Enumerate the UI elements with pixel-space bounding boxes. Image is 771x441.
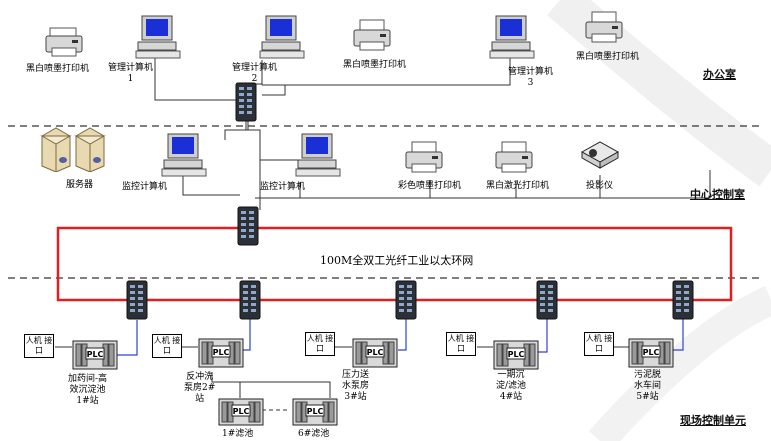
monitor2-label: 监控计算机 [260, 182, 306, 192]
printer-icon [353, 19, 391, 51]
sub1-label: 1#滤池 [222, 429, 254, 439]
pc2-label: 管理计算机 2 [232, 63, 278, 84]
plc-rack-icon: PLC [628, 338, 674, 368]
computer-icon [135, 15, 181, 59]
ethernet-switch-icon [126, 280, 148, 320]
hmi-box: 人机 接口 [446, 332, 476, 356]
station2-label: 反冲洗 泵房2# 站 [184, 372, 216, 404]
plc-text: PLC [643, 348, 660, 357]
printer-icon [495, 141, 533, 173]
zone-label-office: 办公室 [703, 68, 736, 81]
sub2-label: 6#滤池 [298, 429, 330, 439]
ethernet-switch-icon [672, 280, 694, 320]
printer-right-label: 黑白喷墨打印机 [576, 52, 640, 62]
ethernet-switch-icon [395, 280, 417, 320]
computer-icon [161, 133, 207, 177]
plc-text: PLC [508, 350, 525, 359]
office-links [154, 55, 511, 101]
pc3-label: 管理计算机 3 [508, 67, 554, 88]
plc-text: PLC [213, 348, 230, 357]
ring-label: 100M全双工光纤工业以太环网 [320, 254, 474, 267]
server-icon [40, 127, 106, 172]
hmi-box: 人机 接口 [24, 334, 54, 358]
plc-rack-icon: PLC [72, 340, 118, 370]
computer-icon [295, 133, 341, 177]
hmi-box: 人机 接口 [152, 334, 182, 358]
plc-text: PLC [87, 350, 104, 359]
station5-label: 污泥脱 水车间 5#站 [634, 370, 662, 402]
plc-rack-icon: PLC [218, 398, 264, 426]
laser-printer-label: 黑白激光打印机 [486, 181, 550, 191]
computer-icon [489, 15, 535, 59]
computer-icon [259, 15, 305, 59]
plc-rack-icon: PLC [292, 398, 338, 426]
plc-rack-icon: PLC [198, 338, 244, 368]
monitor1-label: 监控计算机 [122, 182, 168, 192]
background-arc [588, 286, 771, 441]
plc-text: PLC [307, 407, 324, 416]
plc-links [116, 318, 684, 356]
ethernet-switch-icon [237, 206, 259, 246]
printer-mid-label: 黑白喷墨打印机 [343, 60, 407, 70]
printer-icon [45, 27, 83, 57]
pc1-label: 管理计算机 1 [108, 63, 154, 84]
plc-rack-icon: PLC [493, 340, 539, 370]
station1-label: 加药间-高 效沉淀池 1#站 [68, 374, 108, 406]
backbone-links [182, 120, 711, 210]
printer-left-label: 黑白喷墨打印机 [26, 64, 90, 74]
projector-label: 投影仪 [586, 181, 614, 191]
printer-icon [585, 11, 623, 43]
color-printer-label: 彩色喷墨打印机 [398, 181, 462, 191]
server-label: 服务器 [66, 180, 94, 190]
zone-label-field: 现场控制单元 [680, 414, 746, 427]
projector-icon [580, 141, 620, 169]
printer-icon [405, 141, 443, 173]
station4-label: 一期沉 淀/滤池 4#站 [496, 370, 527, 402]
sub-plc-links [211, 372, 331, 411]
fiber-ring [56, 226, 733, 302]
zone-label-control-room: 中心控制室 [690, 188, 745, 201]
plc-rack-icon: PLC [352, 338, 398, 368]
hmi-box: 人机 接口 [584, 332, 614, 356]
ethernet-switch-icon [239, 280, 261, 320]
station3-label: 压力送 水泵房 3#站 [342, 370, 370, 402]
ethernet-switch-icon [235, 82, 257, 122]
plc-text: PLC [367, 348, 384, 357]
hmi-box: 人机 接口 [305, 332, 335, 356]
ethernet-switch-icon [536, 280, 558, 320]
plc-text: PLC [233, 407, 250, 416]
